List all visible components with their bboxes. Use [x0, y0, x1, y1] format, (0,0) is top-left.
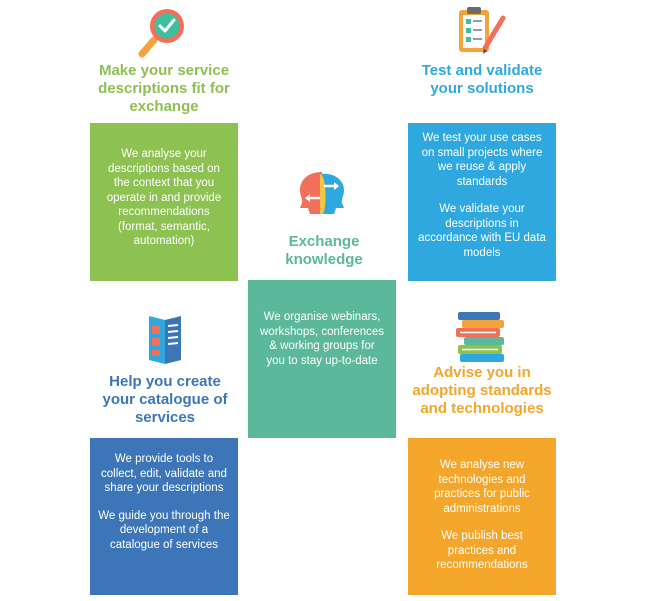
section-title-service-descriptions: Make your service descriptions fit for e…	[98, 62, 230, 115]
section-box-test-validate: We test your use cases on small projects…	[408, 123, 556, 281]
stack-of-books-icon	[456, 312, 504, 362]
section-box-exchange-knowledge: We organise webinars, workshops, confere…	[248, 280, 396, 438]
brochure-icon	[149, 316, 181, 364]
section-title-catalogue: Help you create your catalogue of servic…	[102, 373, 228, 426]
section-box-catalogue: We provide tools to collect, edit, valid…	[90, 438, 238, 595]
section-text-service-descriptions: We analyse your descriptions based on th…	[106, 148, 222, 247]
section-box-service-descriptions: We analyse your descriptions based on th…	[90, 123, 238, 281]
section-title-test-validate: Test and validate your solutions	[421, 62, 543, 97]
section-text-exchange-knowledge: We organise webinars, workshops, confere…	[260, 311, 385, 367]
section-box-advise: We analyse new technologies and practice…	[408, 438, 556, 595]
clipboard-checklist-icon	[459, 7, 506, 54]
section-text-advise-2: We publish best practices and recommenda…	[436, 530, 528, 571]
section-text-test-validate-2: We validate your descriptions in accorda…	[418, 203, 546, 259]
section-text-advise-1: We analyse new technologies and practice…	[434, 459, 530, 515]
magnifier-checkmark-icon	[138, 9, 184, 58]
section-text-catalogue-1: We provide tools to collect, edit, valid…	[101, 453, 227, 494]
section-title-advise: Advise you in adopting standards and tec…	[412, 364, 552, 417]
section-title-exchange-knowledge: Exchange knowledge	[285, 233, 363, 268]
section-text-test-validate-1: We test your use cases on small projects…	[421, 132, 543, 188]
two-heads-exchange-icon	[300, 172, 344, 214]
section-text-catalogue-2: We guide you through the development of …	[98, 509, 230, 551]
